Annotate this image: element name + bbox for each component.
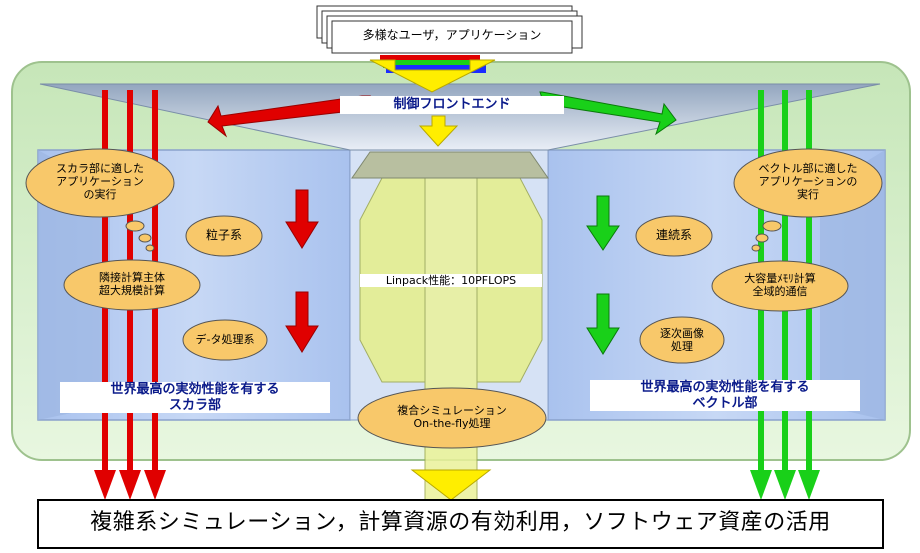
left-diagonal-arrow	[207, 95, 371, 138]
vector-label: 世界最高の実効性能を有する ベクトル部	[590, 380, 860, 412]
users-card	[331, 20, 573, 54]
oval-neighbor: 隣接計算主体 超大規模計算	[99, 271, 165, 298]
oval-continuum: 連続系	[655, 228, 692, 242]
scalar-label: 世界最高の実効性能を有する スカラ部	[60, 382, 330, 414]
left-cloud-text: スカラ部に適した アプリケーション の実行	[56, 162, 144, 202]
oval-image: 逐次画像 処理	[660, 327, 704, 354]
frontend-down-arrow	[418, 115, 459, 147]
frontend-label: 制御フロントエンド	[340, 96, 564, 114]
oval-large-mem: 大容量ﾒﾓﾘ計算 全域的通信	[744, 272, 816, 299]
users-label: 多様なユーザ，アプリケーション	[362, 28, 542, 42]
output-down-arrow	[410, 469, 492, 501]
right-cloud-text: ベクトル部に適した アプリケーションの 実行	[758, 162, 858, 202]
frontend-funnel	[39, 83, 881, 151]
bottom-bar	[37, 499, 884, 549]
right-diagonal-arrow	[539, 91, 677, 136]
oval-particle: 粒子系	[205, 228, 242, 242]
right-cloud	[733, 148, 883, 252]
oval-composite: 複合シミュレーション On-the-fly処理	[397, 404, 507, 431]
linpack-label: Linpack性能：10PFLOPS	[360, 274, 542, 288]
oval-data-proc: デ-タ処理系	[195, 333, 255, 346]
footer-title: 複雑系シミュレーション，計算資源の有効利用，ソフトウェア資産の活用	[90, 510, 831, 535]
user-down-arrow	[369, 59, 496, 93]
left-cloud	[25, 148, 175, 252]
